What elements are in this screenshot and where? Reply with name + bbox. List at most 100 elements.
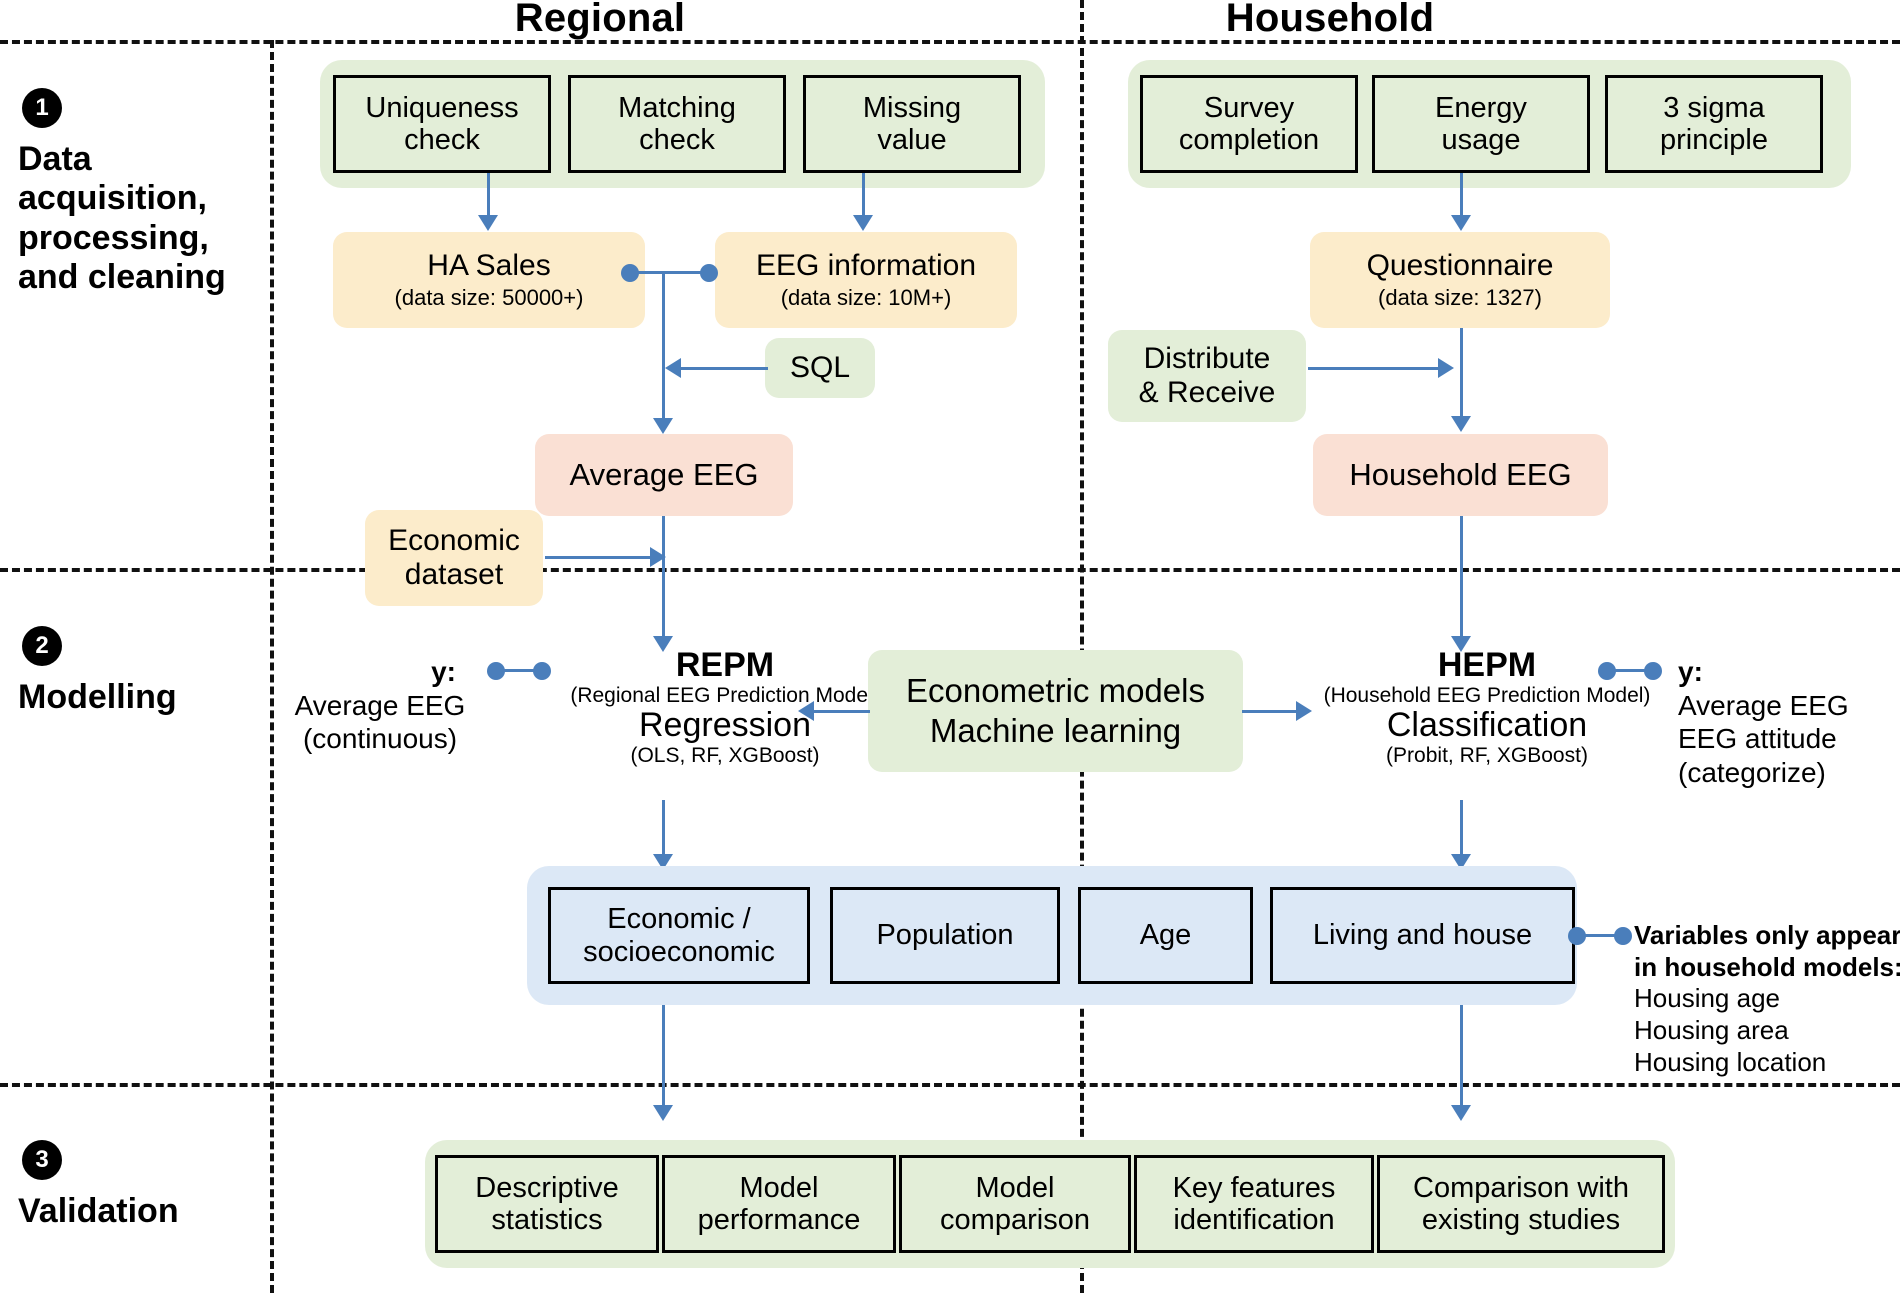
validation-model-performance[interactable]: Model performance — [662, 1155, 896, 1253]
arrowhead-household-eeg-to-hepm — [1451, 636, 1471, 652]
hepm-methods: (Probit, RF, XGBoost) — [1386, 743, 1588, 767]
connector-variables-to-validation-right — [1460, 1005, 1463, 1115]
regional-average-eeg-box[interactable]: Average EEG — [535, 434, 793, 516]
household-check-survey-completion[interactable]: Survey completion — [1140, 75, 1358, 173]
validation-comparison-line1: Model — [975, 1171, 1055, 1204]
arrowhead-missing-to-eeginfo — [853, 215, 873, 231]
connector-distribute-to-main — [1308, 367, 1443, 370]
modelling-methods-line2: Machine learning — [929, 712, 1182, 749]
variable-economic-line2: socioeconomic — [583, 935, 775, 968]
stage-3-label: Validation — [18, 1192, 179, 1230]
hepm-block: HEPM (Household EEG Prediction Model) Cl… — [1312, 647, 1662, 768]
arrowhead-variables-to-validation-right — [1451, 1105, 1471, 1121]
household-distribute-line2: & Receive — [1138, 376, 1276, 409]
repm-task: Regression — [639, 705, 811, 744]
connector-methods-to-repm — [812, 710, 870, 713]
arrowhead-variables-to-validation-left — [653, 1105, 673, 1121]
regional-eeg-information-box[interactable]: EEG information (data size: 10M+) — [715, 232, 1017, 328]
connector-repm-to-variables — [662, 800, 665, 862]
regional-check-uniqueness[interactable]: Uniqueness check — [333, 75, 551, 173]
validation-existing-line1: Comparison with — [1413, 1171, 1629, 1204]
hepm-target-variable: y: Average EEG EEG attitude (categorize) — [1678, 655, 1900, 789]
household-check-sigma-line2: principle — [1660, 124, 1768, 156]
variable-living-house-label: Living and house — [1312, 919, 1533, 952]
validation-comparison-existing-studies[interactable]: Comparison with existing studies — [1377, 1155, 1665, 1253]
regional-ha-sales-box[interactable]: HA Sales (data size: 50000+) — [333, 232, 645, 328]
note-heading-line1: Variables only appear — [1634, 920, 1900, 950]
regional-sql-box[interactable]: SQL — [765, 338, 875, 398]
connector-questionnaire-to-household-eeg — [1460, 328, 1463, 424]
household-questionnaire-title: Questionnaire — [1366, 249, 1554, 282]
regional-eeg-information-size: (data size: 10M+) — [780, 285, 952, 310]
repm-target-y-label: y: — [431, 656, 456, 687]
hepm-target-line3: (categorize) — [1678, 756, 1826, 788]
connector-hepm-target-link — [1606, 669, 1650, 672]
variable-population[interactable]: Population — [830, 887, 1060, 984]
household-check-energy-line2: usage — [1441, 124, 1521, 156]
household-eeg-box[interactable]: Household EEG — [1313, 434, 1608, 516]
stage-2-label: Modelling — [18, 678, 177, 716]
validation-key-features-identification[interactable]: Key features identification — [1134, 1155, 1374, 1253]
connector-merge-to-average-eeg — [662, 271, 665, 426]
validation-keyfeatures-line2: identification — [1173, 1204, 1335, 1236]
arrowhead-questionnaire-to-household-eeg — [1451, 416, 1471, 432]
validation-comparison-line2: comparison — [940, 1204, 1090, 1236]
arrowhead-uniqueness-to-hasales — [478, 215, 498, 231]
divider-column-right — [1080, 0, 1084, 1293]
arrowhead-distribute-to-main — [1438, 358, 1454, 378]
household-check-3-sigma[interactable]: 3 sigma principle — [1605, 75, 1823, 173]
validation-model-comparison[interactable]: Model comparison — [899, 1155, 1131, 1253]
regional-ha-sales-title: HA Sales — [427, 249, 551, 282]
regional-economic-dataset-box[interactable]: Economic dataset — [365, 510, 543, 606]
stage-3-number: 3 — [22, 1140, 62, 1180]
variable-living-and-house[interactable]: Living and house — [1270, 887, 1575, 984]
connector-sql-to-merge — [680, 367, 768, 370]
connector-economic-to-main — [545, 556, 655, 559]
stage-1-number: 1 — [22, 88, 62, 128]
validation-descriptive-line2: statistics — [491, 1204, 603, 1236]
regional-check-missing-value[interactable]: Missing value — [803, 75, 1021, 173]
arrowhead-methods-to-hepm — [1296, 701, 1312, 721]
repm-target-line1: Average EEG — [294, 689, 466, 721]
connector-hepm-to-variables — [1460, 800, 1463, 862]
validation-descriptive-line1: Descriptive — [475, 1171, 619, 1204]
hepm-target-y-label: y: — [1678, 656, 1703, 687]
stage-1-label-line1: Data — [18, 140, 92, 178]
regional-ha-sales-size: (data size: 50000+) — [394, 285, 584, 310]
arrowhead-sql-to-merge — [665, 358, 681, 378]
variable-age[interactable]: Age — [1078, 887, 1253, 984]
variable-economic-line1: Economic / — [607, 903, 751, 936]
connector-household-eeg-to-hepm — [1460, 516, 1463, 644]
regional-check-uniqueness-line2: check — [404, 124, 480, 156]
validation-descriptive-statistics[interactable]: Descriptive statistics — [435, 1155, 659, 1253]
household-check-survey-line1: Survey — [1203, 91, 1295, 124]
connector-energy-to-questionnaire — [1460, 173, 1463, 221]
arrowhead-average-eeg-to-repm — [653, 636, 673, 652]
connector-merge-horizontal — [630, 271, 702, 274]
arrowhead-methods-to-repm — [798, 701, 814, 721]
stage-2-number: 2 — [22, 626, 62, 666]
validation-keyfeatures-line1: Key features — [1172, 1171, 1336, 1204]
modelling-methods-line1: Econometric models — [906, 671, 1205, 709]
divider-stage1-stage2 — [0, 568, 1900, 572]
modelling-methods-box[interactable]: Econometric models Machine learning — [868, 650, 1243, 772]
note-item-housing-location: Housing location — [1634, 1046, 1827, 1077]
regional-check-matching[interactable]: Matching check — [568, 75, 786, 173]
regional-eeg-information-title: EEG information — [755, 249, 977, 282]
regional-check-missing-value-line2: value — [877, 124, 947, 156]
column-header-regional: Regional — [514, 0, 686, 40]
stage-1-label-line2: acquisition, — [18, 179, 207, 218]
column-header-household: Household — [1225, 0, 1435, 40]
repm-target-variable: y: Average EEG (continuous) — [290, 655, 470, 756]
connector-missing-to-eeginfo — [862, 173, 865, 221]
household-questionnaire-box[interactable]: Questionnaire (data size: 1327) — [1310, 232, 1610, 328]
household-eeg-label: Household EEG — [1349, 457, 1572, 492]
repm-name: REPM — [675, 646, 775, 684]
connector-methods-to-hepm — [1242, 710, 1300, 713]
connector-uniqueness-to-hasales — [487, 173, 490, 221]
household-check-energy-usage[interactable]: Energy usage — [1372, 75, 1590, 173]
household-distribute-receive-box[interactable]: Distribute & Receive — [1108, 330, 1306, 422]
regional-check-matching-line1: Matching — [618, 91, 736, 124]
variable-economic-socioeconomic[interactable]: Economic / socioeconomic — [548, 887, 810, 984]
